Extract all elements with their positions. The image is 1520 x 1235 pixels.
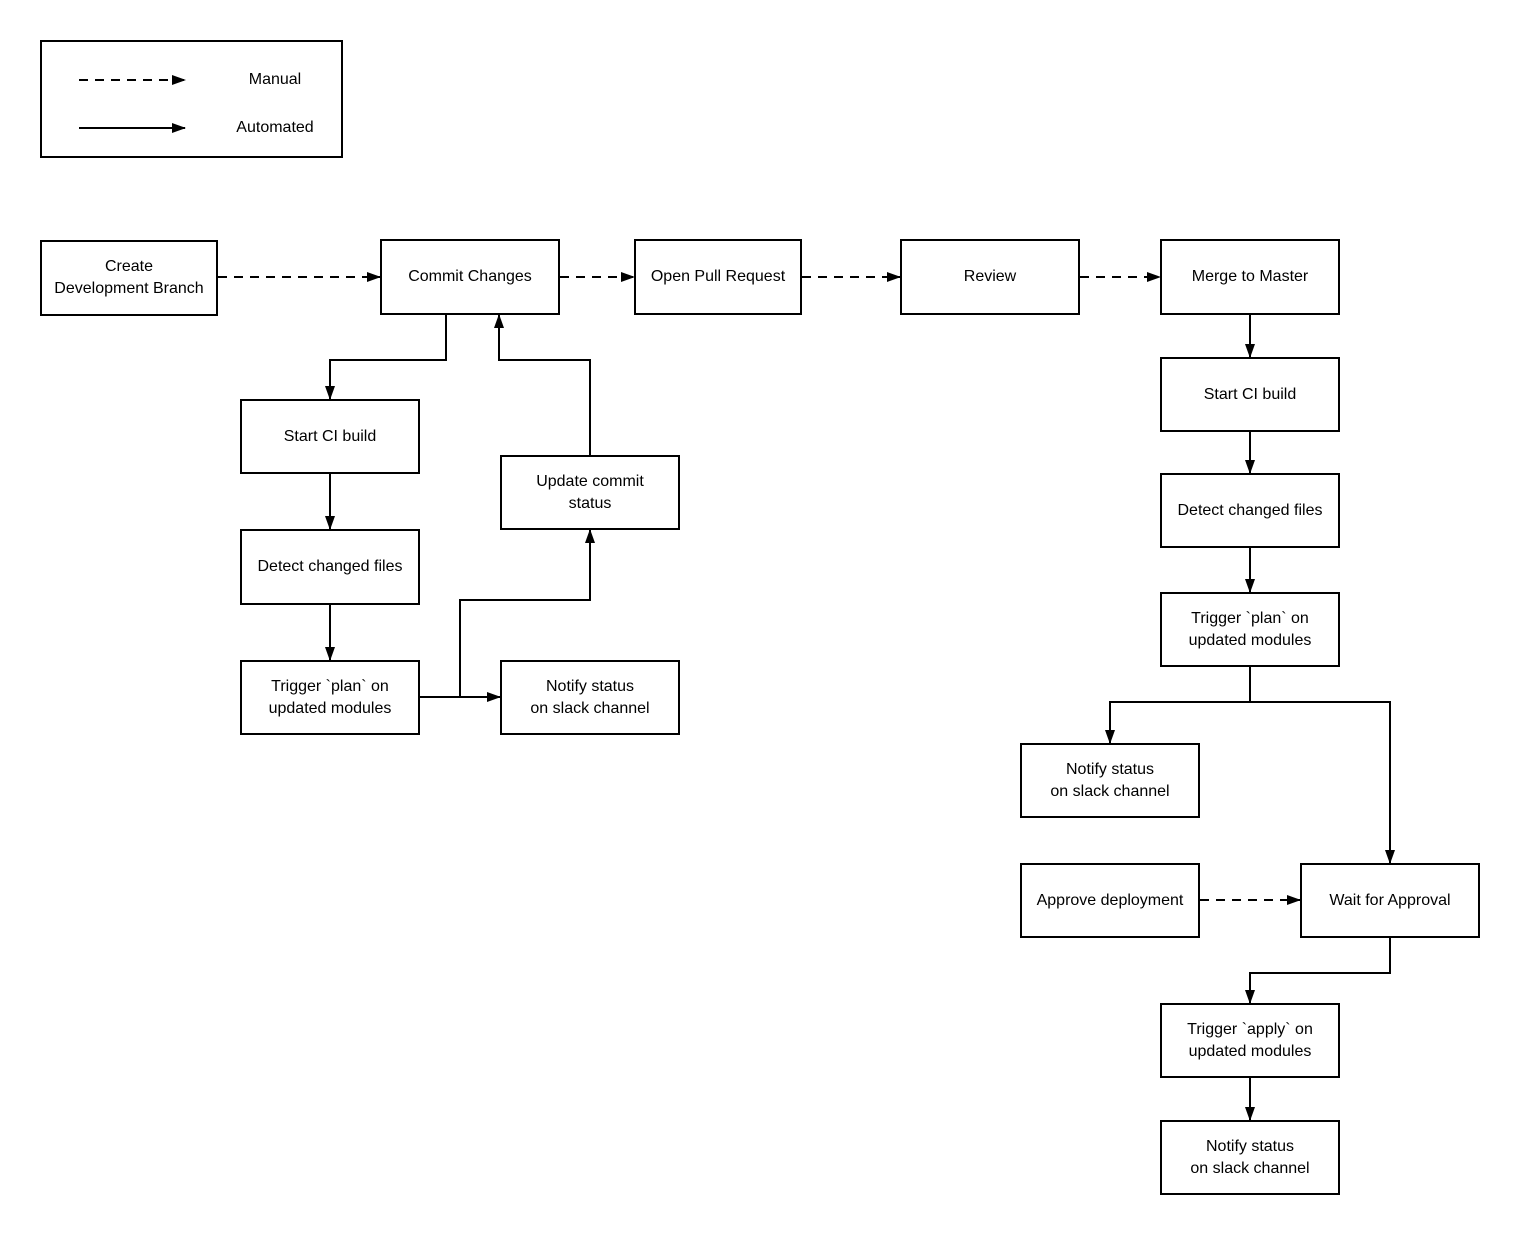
node-notify-status-bottom: Notify status on slack channel bbox=[1160, 1120, 1340, 1195]
node-create-development-branch: Create Development Branch bbox=[40, 240, 218, 316]
node-trigger-plan-right: Trigger `plan` on updated modules bbox=[1160, 592, 1340, 667]
node-detect-changed-files-right: Detect changed files bbox=[1160, 473, 1340, 548]
node-merge-to-master: Merge to Master bbox=[1160, 239, 1340, 315]
node-wait-for-approval: Wait for Approval bbox=[1300, 863, 1480, 938]
node-start-ci-build-right: Start CI build bbox=[1160, 357, 1340, 432]
node-label: Review bbox=[963, 268, 1017, 285]
node-detect-changed-files-left: Detect changed files bbox=[240, 529, 420, 605]
node-label: Trigger `plan` on updated modules bbox=[268, 677, 392, 717]
node-notify-status-left: Notify status on slack channel bbox=[500, 660, 680, 735]
edge-trigger-plan-left-to-update-commit-status bbox=[459, 529, 595, 697]
legend-label-automated: Automated bbox=[236, 119, 314, 136]
node-review: Review bbox=[900, 239, 1080, 315]
edge-commit-changes-to-start-ci-build-left bbox=[325, 315, 447, 400]
edge-trigger-plan-right-to-notify-status-right bbox=[1105, 701, 1250, 744]
node-label: Detect changed files bbox=[1177, 501, 1323, 519]
dashed-arrow-icon bbox=[79, 75, 186, 85]
edge-trigger-plan-right-to-wait-for-approval bbox=[1250, 701, 1395, 864]
node-label: Open Pull Request bbox=[650, 268, 786, 285]
node-label: Notify status on slack channel bbox=[530, 677, 650, 717]
node-label: Trigger `plan` on updated modules bbox=[1188, 609, 1312, 649]
edge-update-commit-status-to-commit-changes bbox=[494, 314, 591, 455]
legend-item-manual: Manual bbox=[42, 64, 341, 96]
node-label: Start CI build bbox=[1203, 385, 1297, 403]
node-start-ci-build-left: Start CI build bbox=[240, 399, 420, 474]
node-open-pull-request: Open Pull Request bbox=[634, 239, 802, 315]
node-label: Commit Changes bbox=[408, 268, 532, 285]
legend-item-automated: Automated bbox=[42, 112, 341, 144]
node-trigger-apply: Trigger `apply` on updated modules bbox=[1160, 1003, 1340, 1078]
node-commit-changes: Commit Changes bbox=[380, 239, 560, 315]
node-approve-deployment: Approve deployment bbox=[1020, 863, 1200, 938]
node-label: Update commit status bbox=[536, 472, 644, 512]
solid-arrow-icon bbox=[79, 123, 186, 133]
node-label: Approve deployment bbox=[1036, 891, 1184, 909]
node-label: Create Development Branch bbox=[54, 258, 204, 297]
node-label: Start CI build bbox=[283, 427, 377, 445]
node-trigger-plan-left: Trigger `plan` on updated modules bbox=[240, 660, 420, 735]
legend-label-manual: Manual bbox=[248, 71, 302, 88]
node-label: Merge to Master bbox=[1191, 268, 1309, 285]
node-notify-status-right: Notify status on slack channel bbox=[1020, 743, 1200, 818]
node-label: Detect changed files bbox=[257, 558, 403, 575]
node-label: Wait for Approval bbox=[1329, 891, 1451, 909]
node-label: Notify status on slack channel bbox=[1190, 1137, 1310, 1177]
node-label: Trigger `apply` on updated modules bbox=[1187, 1020, 1313, 1060]
edge-wait-for-approval-to-trigger-apply bbox=[1245, 938, 1391, 1004]
legend: Manual Automated bbox=[40, 40, 343, 158]
node-label: Notify status on slack channel bbox=[1050, 760, 1170, 800]
node-update-commit-status: Update commit status bbox=[500, 455, 680, 530]
